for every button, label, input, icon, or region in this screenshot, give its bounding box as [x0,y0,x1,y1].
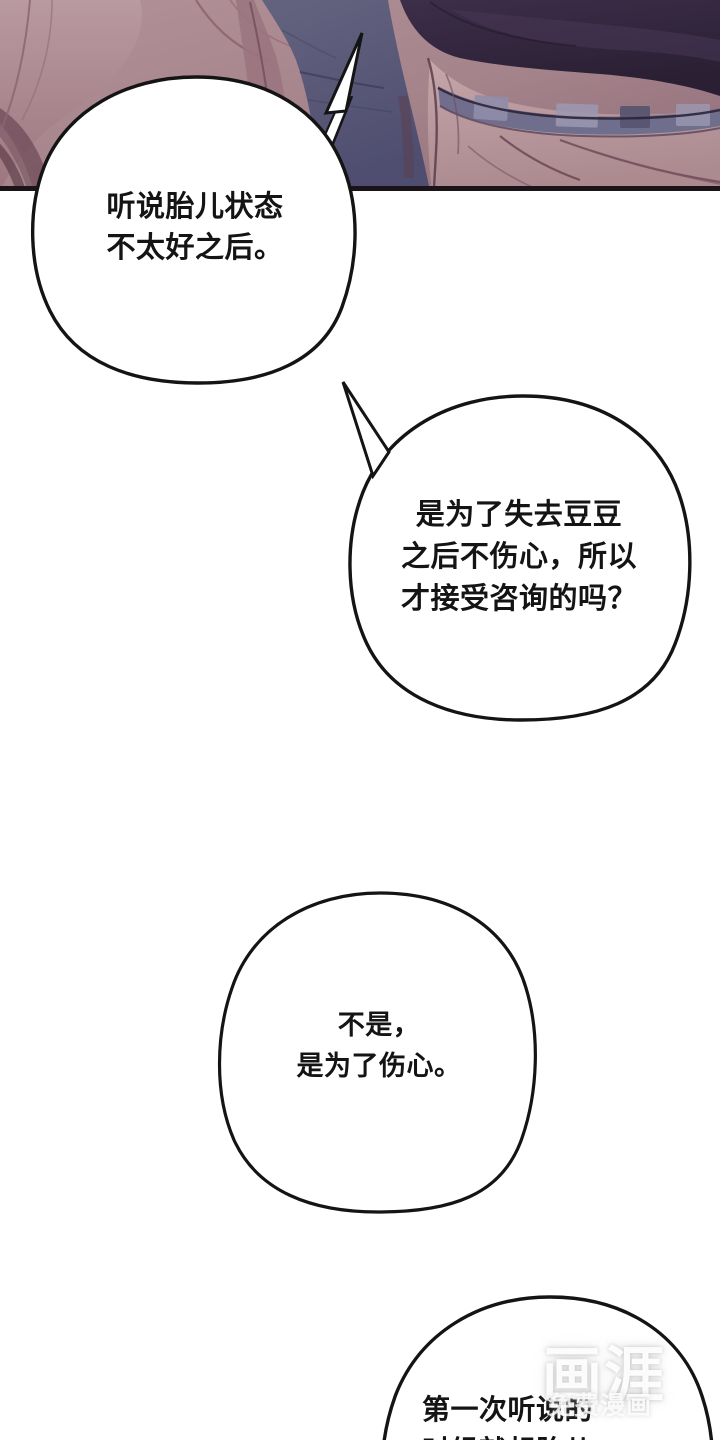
speech-bubble-2-text: 是为了失去豆豆 之后不伤心，所以 才接受咨询的吗？ [400,499,637,616]
comic-art-panel [0,0,720,191]
panel-illustration [0,0,720,191]
speech-bubble-2: 是为了失去豆豆 之后不伤心，所以 才接受咨询的吗？ [341,381,693,722]
speech-bubble-4: 第一次听说的 时候就想胎儿 [378,1294,718,1440]
speech-bubble-3-text: 不是， 是为了伤心。 [296,1010,462,1081]
speech-bubble-3: 不是， 是为了伤心。 [217,890,540,1215]
speech-bubble-1: 听说胎儿状态 不太好之后。 [30,32,364,385]
panel-bottom-border [0,186,720,191]
speech-bubble-3-shape [217,891,537,1214]
speech-bubble-1-shape [30,32,364,385]
speech-bubble-4-shape [382,1295,714,1440]
speech-bubble-2-shape [341,381,692,722]
speech-bubble-1-text: 听说胎儿状态 不太好之后。 [106,191,284,265]
speech-bubble-4-text: 第一次听说的 时候就想胎儿 [422,1394,594,1440]
